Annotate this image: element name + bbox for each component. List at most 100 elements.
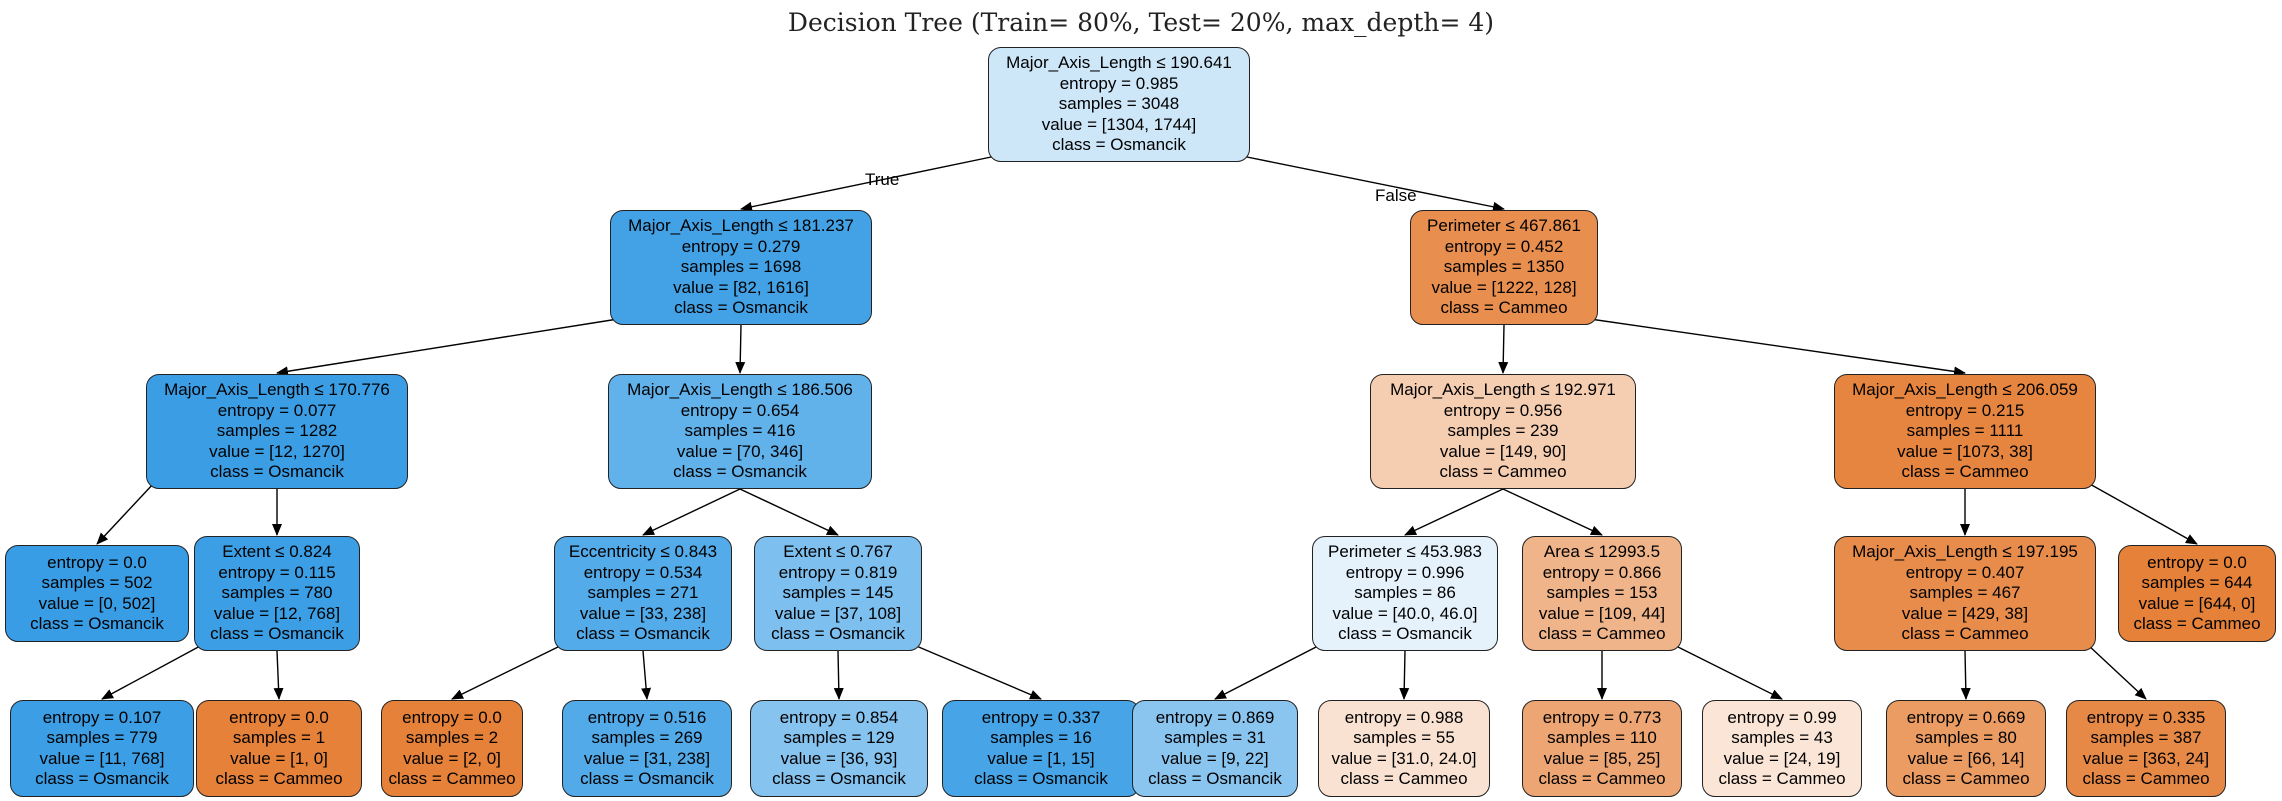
node-line: entropy = 0.985 (1059, 73, 1179, 93)
edge-n0-n14 (1241, 155, 1505, 212)
node-line: value = [82, 1616] (673, 277, 809, 297)
edge-label-false: False (1375, 186, 1417, 205)
node-line: value = [644, 0] (2138, 593, 2256, 613)
edge-n8-n10 (641, 650, 652, 700)
edge-n22-n26 (2087, 482, 2198, 545)
node-line: class = Osmancik (674, 298, 808, 318)
node-line: samples = 1111 (1906, 421, 2024, 441)
node-line: Major_Axis_Length ≤ 186.506 (627, 380, 853, 400)
node-line: class = Cammeo (388, 769, 516, 788)
node-line: entropy = 0.956 (1443, 400, 1563, 420)
node-line: class = Osmancik (673, 462, 807, 482)
node-line: value = [2, 0] (403, 748, 501, 768)
edge-n4-n6 (273, 650, 284, 700)
node-line: value = [31.0, 24.0] (1331, 748, 1477, 768)
node-line: entropy = 0.866 (1542, 562, 1662, 582)
node-line: entropy = 0.337 (981, 707, 1101, 727)
node-line: Perimeter ≤ 453.983 (1328, 542, 1482, 562)
node-line: Eccentricity ≤ 0.843 (568, 542, 718, 562)
node-line: samples = 129 (783, 728, 895, 747)
node-line: class = Cammeo (2082, 769, 2210, 788)
node-line: samples = 644 (2141, 573, 2253, 592)
node-line: value = [149, 90] (1439, 441, 1567, 461)
node-line: samples = 110 (1547, 728, 1657, 747)
node-line: entropy = 0.335 (2086, 707, 2206, 727)
node-line: value = [109, 44] (1538, 603, 1666, 623)
node-line: entropy = 0.534 (583, 562, 703, 582)
edge-n7-n8 (642, 488, 741, 536)
node-line: class = Osmancik (771, 624, 905, 644)
node-line: Perimeter ≤ 467.861 (1427, 216, 1581, 236)
node-line: entropy = 0.407 (1905, 562, 2025, 582)
edge-n23-n24 (1960, 650, 1971, 700)
node-line: samples = 269 (591, 728, 703, 747)
node-line: class = Osmancik (1052, 135, 1186, 155)
node-line: class = Osmancik (30, 614, 164, 633)
node-line: value = [66, 14] (1907, 748, 2025, 768)
node-line: samples = 779 (46, 728, 158, 747)
node-line: value = [70, 346] (676, 441, 804, 461)
node-line: samples = 153 (1546, 583, 1658, 603)
node-line: samples = 2 (405, 728, 499, 747)
node-line: class = Cammeo (1538, 769, 1666, 788)
node-line: Major_Axis_Length ≤ 192.971 (1390, 380, 1616, 400)
node-line: samples = 43 (1731, 728, 1833, 747)
node-line: Major_Axis_Length ≤ 170.776 (164, 380, 390, 400)
node-line: class = Osmancik (772, 769, 906, 788)
node-line: entropy = 0.215 (1905, 400, 2025, 420)
node-line: class = Osmancik (1338, 624, 1472, 644)
node-line: samples = 1282 (216, 421, 338, 441)
node-line: value = [85, 25] (1543, 748, 1661, 768)
node-line: entropy = 0.854 (779, 707, 899, 727)
node-line: value = [31, 238] (583, 748, 711, 768)
edge-label-true: True (865, 170, 900, 189)
node-line: value = [363, 24] (2082, 748, 2210, 768)
node-line: value = [24, 19] (1723, 748, 1841, 768)
node-line: class = Cammeo (2133, 614, 2261, 633)
node-line: entropy = 0.99 (1727, 707, 1837, 727)
node-line: value = [36, 93] (780, 748, 898, 768)
node-line: class = Cammeo (1902, 769, 2030, 788)
node-line: class = Cammeo (1901, 462, 2029, 482)
node-line: class = Osmancik (210, 462, 344, 482)
edge-n16-n18 (1399, 650, 1410, 700)
node-line: value = [40.0, 46.0] (1332, 603, 1478, 623)
node-line: entropy = 0.869 (1155, 707, 1275, 727)
node-line: entropy = 0.988 (1344, 707, 1464, 727)
node-line: samples = 416 (684, 421, 796, 441)
node-line: Major_Axis_Length ≤ 197.195 (1852, 542, 2078, 562)
node-line: samples = 1698 (680, 257, 802, 277)
node-line: samples = 239 (1447, 421, 1559, 441)
node-line: Extent ≤ 0.767 (783, 542, 893, 562)
node-line: entropy = 0.452 (1444, 236, 1564, 256)
node-line: samples = 145 (782, 583, 894, 603)
edge-n4-n5 (101, 644, 203, 700)
node-line: value = [33, 238] (579, 603, 707, 623)
edge-n23-n25 (2087, 644, 2147, 700)
node-line: samples = 16 (990, 728, 1092, 747)
node-line: samples = 467 (1909, 583, 2021, 603)
node-line: class = Osmancik (35, 769, 169, 788)
node-line: class = Osmancik (1148, 769, 1282, 788)
node-line: value = [12, 768] (213, 603, 341, 623)
node-line: class = Osmancik (580, 769, 714, 788)
node-line: entropy = 0.773 (1542, 707, 1662, 727)
node-line: Major_Axis_Length ≤ 190.641 (1006, 53, 1232, 73)
node-line: entropy = 0.279 (681, 236, 801, 256)
